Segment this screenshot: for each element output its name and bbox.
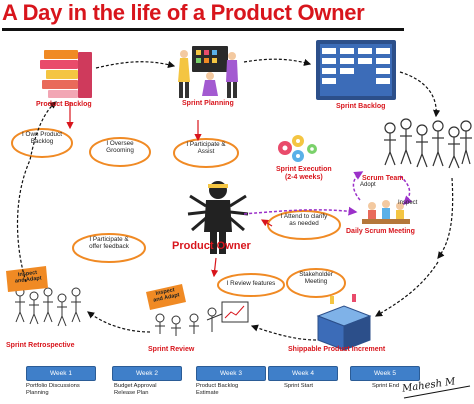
scrum-loop-arrows [243, 171, 413, 216]
sprint-backlog-label: Sprint Backlog [336, 103, 386, 110]
scrum-team-icon [384, 118, 472, 169]
product-backlog-icon [40, 50, 92, 98]
bubble-participate-feedback: I Participate & offer feedback [89, 236, 129, 251]
bubble-stakeholder-meeting: Stakeholder Meeting [299, 271, 333, 286]
sprint-retrospective-label: Sprint Retrospective [6, 342, 75, 349]
bubble-attend-clarify: I Attend to clarify as needed [280, 213, 328, 228]
bubble-own-backlog: I Own Product Backlog [22, 131, 62, 146]
week-desc-2: Budget Approval Release Plan [114, 383, 157, 396]
scrum-team-label: Scrum Team [362, 175, 404, 182]
daily-scrum-icon [362, 200, 410, 224]
inspect-label: Inspect [398, 200, 418, 206]
sprint-retrospective-icon [15, 287, 81, 327]
shippable-increment-label: Shippable Product Increment [288, 346, 386, 353]
sprint-execution-icon [278, 135, 317, 162]
product-owner-icon [187, 181, 249, 254]
sprint-review-label: Sprint Review [148, 346, 195, 353]
week-box-1: Week 1 [26, 366, 96, 381]
title-underline [2, 28, 404, 31]
page-title: A Day in the life of a Product Owner [2, 0, 365, 25]
week-box-2: Week 2 [112, 366, 182, 381]
product-backlog-label: Product Backlog [36, 101, 92, 108]
bubble-shapes [11, 128, 346, 298]
sprint-planning-label: Sprint Planning [182, 100, 234, 107]
sprint-planning-icon [178, 46, 238, 98]
shippable-increment-icon [316, 294, 372, 351]
week-box-5: Week 5 [350, 366, 420, 381]
week-desc-5: Sprint End [372, 383, 400, 389]
week-desc-3: Product Backlog Estimate [196, 383, 239, 396]
week-box-4: Week 4 [268, 366, 338, 381]
bubble-review-features: I Review features [226, 280, 276, 287]
signature-underline [403, 385, 471, 399]
sprint-backlog-icon [316, 40, 396, 100]
sprint-execution-label: Sprint Execution (2-4 weeks) [276, 166, 332, 182]
bubble-participate-assist: I Participate & Assist [186, 141, 226, 156]
adopt-label: Adopt [360, 182, 376, 188]
product-owner-label: Product Owner [172, 240, 251, 252]
week-desc-4: Sprint Start [284, 383, 313, 389]
week-desc-1: Portfolio Discussions Planning [26, 383, 80, 396]
sprint-review-icon [155, 301, 249, 336]
week-box-3: Week 3 [196, 366, 266, 381]
cycle-arrows [16, 58, 454, 341]
inspect-tag-shapes [6, 266, 186, 310]
owner-connector-arrows [66, 102, 273, 278]
bubble-oversee-grooming: I Oversee Grooming [106, 140, 134, 155]
daily-scrum-label: Daily Scrum Meeting [346, 228, 415, 235]
